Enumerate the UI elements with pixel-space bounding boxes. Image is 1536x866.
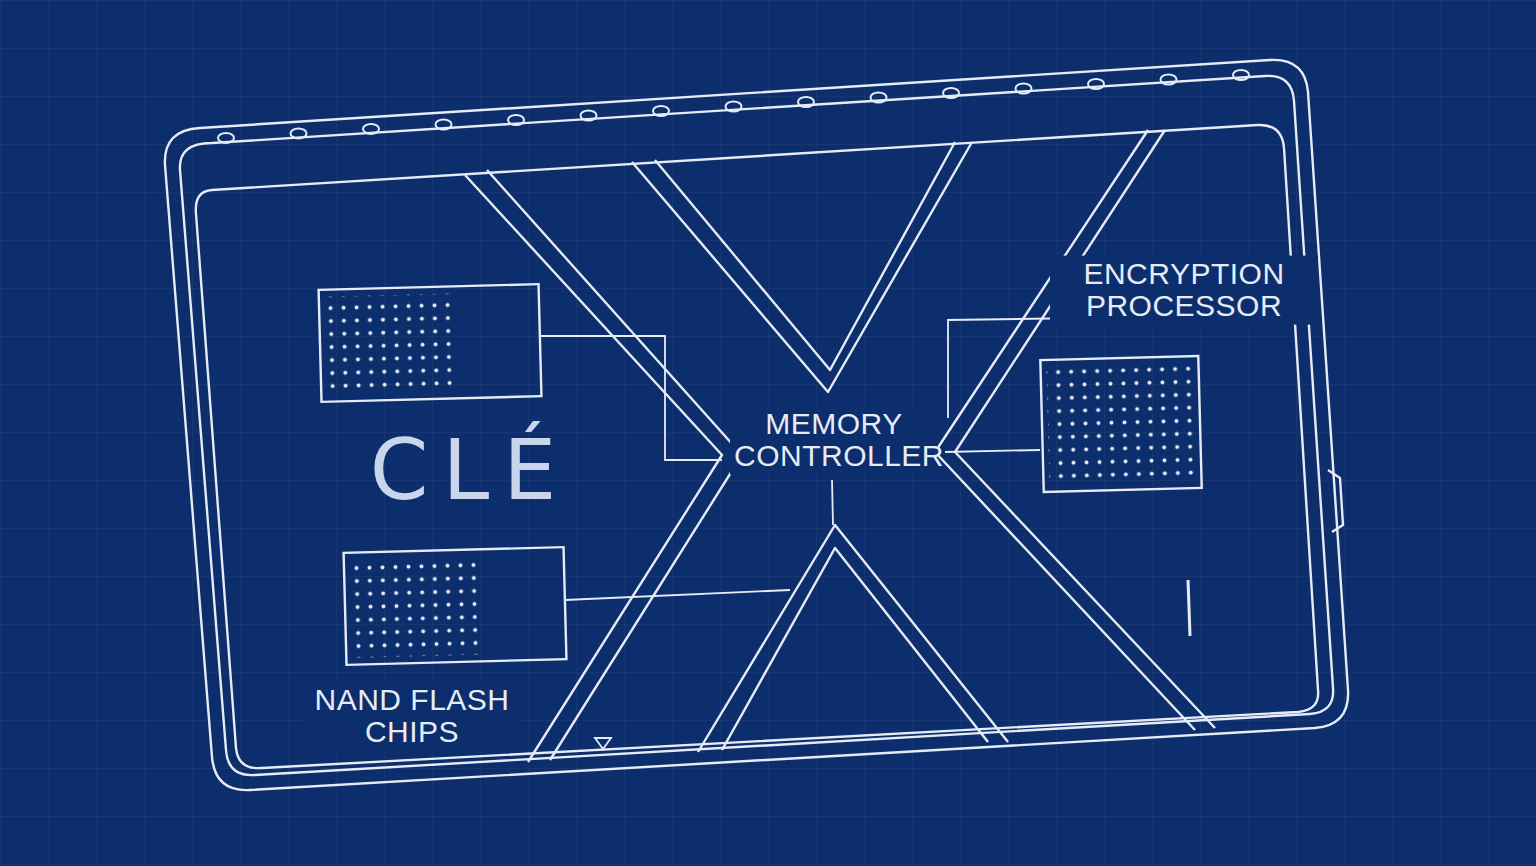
rim-hole <box>363 124 379 134</box>
x-frame <box>465 130 1215 762</box>
rim-hole <box>508 115 524 125</box>
rim-hole <box>581 111 597 121</box>
rim-hole <box>1233 70 1249 80</box>
rim-hole <box>1016 84 1032 94</box>
housing <box>165 60 1348 790</box>
rim-hole <box>943 88 959 98</box>
nand-chip-lower <box>344 547 567 665</box>
rim-hole <box>726 102 742 112</box>
callout-label: MEMORY CONTROLLER <box>730 406 938 475</box>
rim-hole <box>798 97 814 107</box>
brand-logo: CLÉ <box>306 423 634 518</box>
triangle-mark <box>595 738 611 749</box>
rim-hole <box>1161 75 1177 85</box>
callout-label: NAND FLASH CHIPS <box>306 682 519 751</box>
edge-holes <box>218 70 1249 143</box>
rim-hole <box>871 93 887 103</box>
callout-label: ENCRYPTION PROCESSOR <box>1050 256 1318 325</box>
rim-hole <box>218 133 234 143</box>
tick-mark <box>1188 580 1190 636</box>
encryption-chip <box>1040 356 1201 492</box>
rim-hole <box>291 128 307 138</box>
rim-hole <box>653 106 669 116</box>
nand-chip-upper <box>319 284 542 402</box>
rim-hole <box>436 120 452 130</box>
leader-lines <box>540 318 1085 600</box>
rim-hole <box>1088 79 1104 89</box>
